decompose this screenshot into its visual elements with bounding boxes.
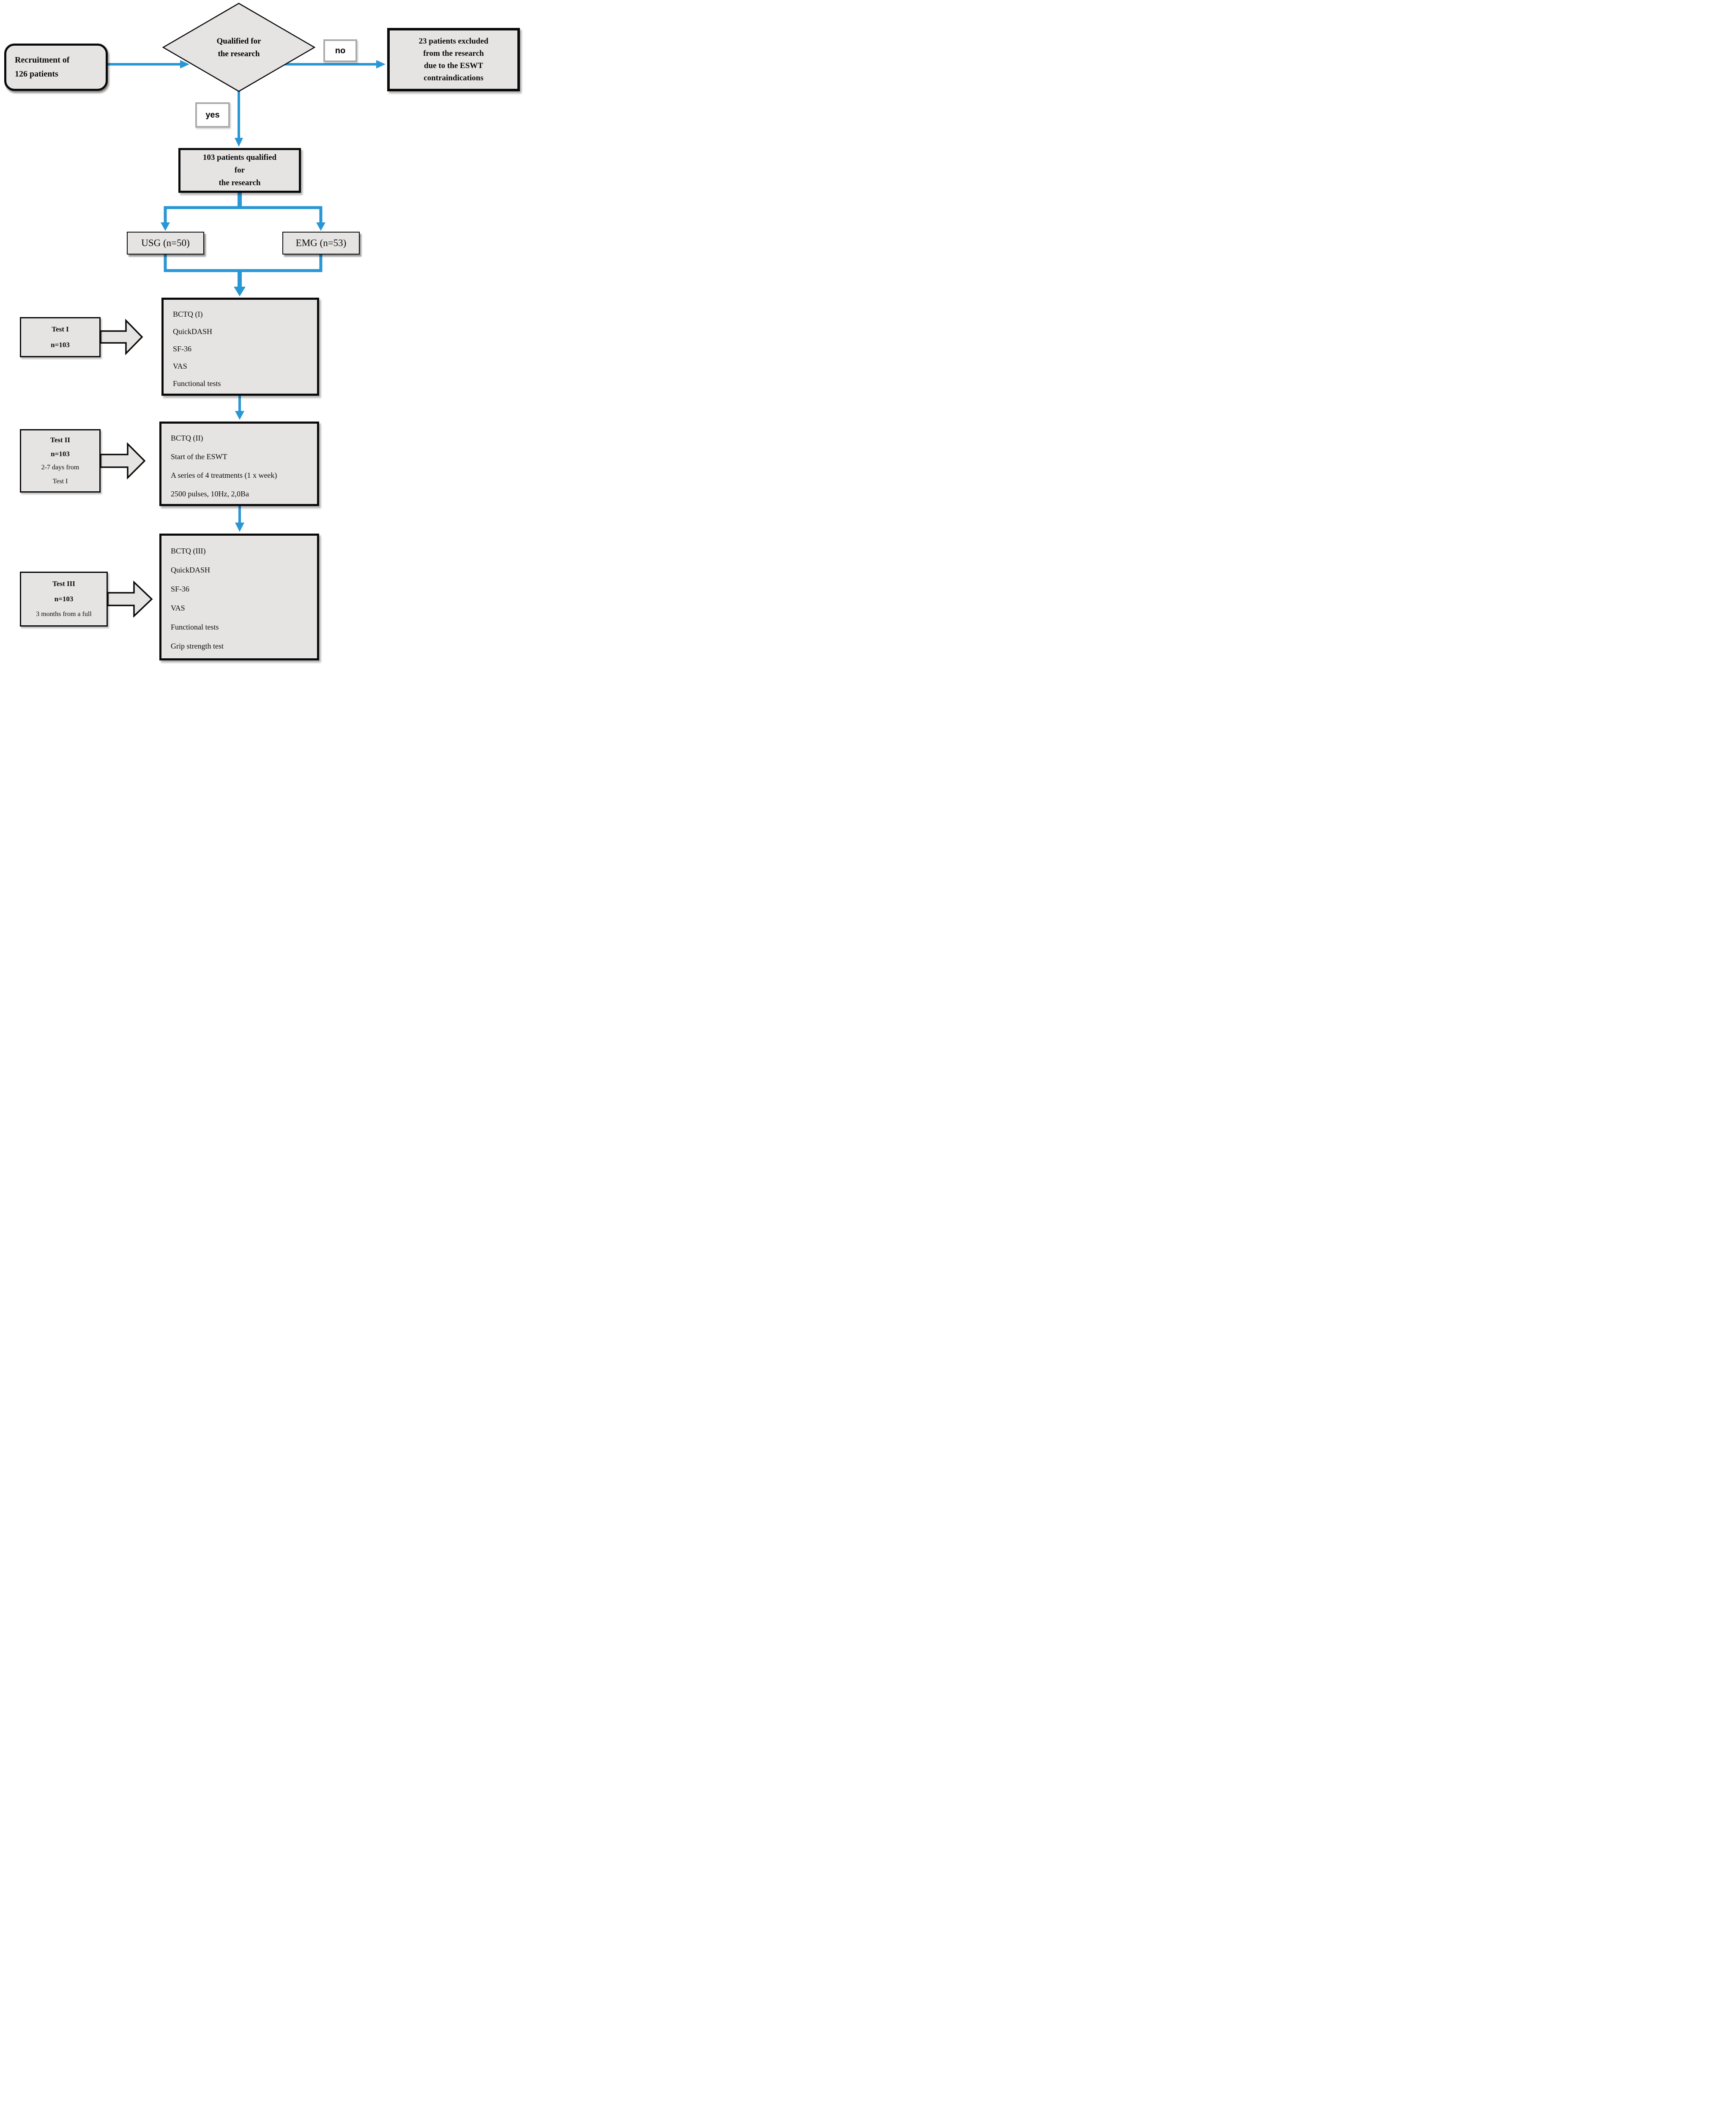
arrowhead-to-assessment1 <box>234 287 246 296</box>
connector-layer <box>100 3 385 618</box>
recruitment-line2: 126 patients <box>15 69 58 79</box>
assessment3-line1: BCTQ (III) <box>171 547 206 555</box>
test3-title: Test III <box>52 580 75 588</box>
assessment1-line1: BCTQ (I) <box>173 310 203 318</box>
emg-group-node: EMG (n=53) <box>282 232 360 255</box>
yes-text: yes <box>205 110 220 120</box>
decision-line2: the research <box>218 49 260 58</box>
assessment3-line4: VAS <box>171 604 185 612</box>
edge-label-no: no <box>323 39 357 62</box>
assessment1-line2: QuickDASH <box>173 327 212 336</box>
test3-block-arrow <box>107 580 153 618</box>
qualified-line2: for <box>234 166 245 175</box>
treatment-line1: BCTQ (II) <box>171 434 203 442</box>
test2-note2: Test I <box>52 478 68 485</box>
recruitment-line1: Recruitment of <box>15 55 70 65</box>
test2-note1: 2-7 days from <box>41 464 79 471</box>
decision-diamond <box>162 3 316 92</box>
recruitment-node: Recruitment of 126 patients <box>4 44 108 91</box>
treatment-node: BCTQ (II) Start of the ESWT A series of … <box>159 422 319 506</box>
arrowhead-to-assessment3 <box>235 523 244 532</box>
assessment3-line5: Functional tests <box>171 623 219 631</box>
test1-block-arrow <box>100 318 143 356</box>
test1-n: n=103 <box>51 340 70 349</box>
test2-block-arrow <box>100 442 146 480</box>
test3-n: n=103 <box>54 595 74 603</box>
treatment-line2: Start of the ESWT <box>171 452 227 461</box>
test2-node: Test II n=103 2-7 days from Test I <box>20 429 101 493</box>
usg-label: USG (n=50) <box>141 238 190 248</box>
assessment1-line5: Functional tests <box>173 379 221 388</box>
qualified-node: 103 patients qualified for the research <box>178 148 301 193</box>
emg-label: EMG (n=53) <box>295 238 347 248</box>
test2-title: Test II <box>50 435 71 444</box>
arrowhead-to-usg <box>161 222 170 231</box>
assessment1-node: BCTQ (I) QuickDASH SF-36 VAS Functional … <box>161 298 319 396</box>
arrowhead-decision-to-excluded <box>376 60 385 68</box>
edge-label-yes: yes <box>195 102 230 128</box>
qualified-line1: 103 patients qualified <box>202 153 277 162</box>
excluded-line1: 23 patients excluded <box>418 37 489 46</box>
arrowhead-recruitment-to-decision <box>180 60 189 68</box>
assessment3-line2: QuickDASH <box>171 566 210 574</box>
excluded-line3: due to the ESWT <box>424 61 483 70</box>
qualified-line3: the research <box>219 178 261 187</box>
test3-note1: 3 months from a full <box>36 611 92 618</box>
flowchart-canvas: Recruitment of 126 patients Qualified fo… <box>0 0 525 666</box>
test2-n: n=103 <box>51 449 70 458</box>
no-text: no <box>335 46 346 55</box>
excluded-node: 23 patients excluded from the research d… <box>387 28 520 91</box>
test1-node: Test I n=103 <box>20 317 101 357</box>
test1-title: Test I <box>52 325 69 334</box>
excluded-line2: from the research <box>423 49 484 58</box>
arrowhead-decision-to-qualified <box>235 138 243 147</box>
decision-line1: Qualified for <box>216 37 261 46</box>
arrowhead-to-treatment <box>235 411 244 420</box>
treatment-line4: 2500 pulses, 10Hz, 2,0Ba <box>171 490 249 498</box>
decision-node-label: Qualified for the research <box>182 34 296 62</box>
assessment1-line3: SF-36 <box>173 345 192 353</box>
assessment3-line6: Grip strength test <box>171 642 224 650</box>
treatment-line3: A series of 4 treatments (1 x week) <box>171 471 277 479</box>
usg-group-node: USG (n=50) <box>127 232 204 255</box>
assessment3-line3: SF-36 <box>171 585 190 593</box>
arrowhead-to-emg <box>316 222 325 231</box>
assessment3-node: BCTQ (III) QuickDASH SF-36 VAS Functiona… <box>159 534 319 660</box>
assessment1-line4: VAS <box>173 362 187 370</box>
excluded-line4: contraindications <box>424 74 484 82</box>
test3-node: Test III n=103 3 months from a full <box>20 572 108 627</box>
